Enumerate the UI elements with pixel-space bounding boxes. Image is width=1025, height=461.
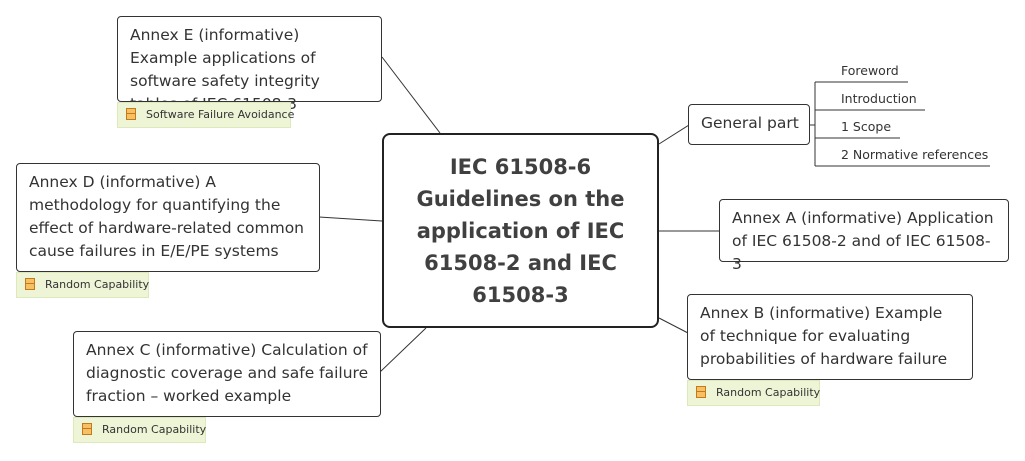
- topic-annex-d-label: Annex D (informative) A methodology for …: [29, 173, 305, 260]
- topic-annex-a[interactable]: Annex A (informative) Application of IEC…: [719, 199, 1009, 273]
- subtopic-normative-references[interactable]: 2 Normative references: [841, 147, 989, 162]
- topic-annex-b-label: Annex B (informative) Example of techniq…: [700, 304, 948, 368]
- topic-general-part-label: General part: [701, 114, 799, 132]
- marker-annex-c-label: Random Capability: [102, 423, 207, 436]
- connector-annex-d: [318, 216, 383, 222]
- marker-annex-b: Random Capability: [687, 380, 820, 406]
- topic-general-part[interactable]: General part: [688, 104, 810, 145]
- marker-annex-d: Random Capability: [16, 272, 149, 298]
- category-icon: [82, 423, 92, 435]
- marker-annex-e: Software Failure Avoidance: [117, 102, 295, 128]
- marker-annex-d-label: Random Capability: [45, 278, 150, 291]
- subtopic-foreword[interactable]: Foreword: [841, 63, 899, 78]
- marker-annex-e-label: Software Failure Avoidance: [146, 108, 295, 121]
- marker-annex-c: Random Capability: [73, 417, 206, 443]
- central-topic[interactable]: IEC 61508-6 Guidelines on the applicatio…: [382, 133, 659, 328]
- connector-annex-e: [381, 56, 441, 134]
- topic-annex-c-label: Annex C (informative) Calculation of dia…: [86, 341, 369, 405]
- connector-annex-b: [658, 317, 689, 334]
- topic-annex-e-label: Annex E (informative) Example applicatio…: [130, 26, 320, 113]
- connector-annex-c: [379, 327, 427, 373]
- central-topic-label: IEC 61508-6 Guidelines on the applicatio…: [416, 154, 625, 307]
- category-icon: [25, 278, 35, 290]
- topic-annex-d[interactable]: Annex D (informative) A methodology for …: [16, 163, 320, 272]
- category-icon: [126, 108, 136, 120]
- marker-annex-b-label: Random Capability: [716, 386, 821, 399]
- topic-annex-e[interactable]: Annex E (informative) Example applicatio…: [117, 16, 382, 113]
- topic-annex-a-label: Annex A (informative) Application of IEC…: [732, 209, 994, 273]
- connector-general-part: [658, 124, 690, 145]
- topic-annex-b[interactable]: Annex B (informative) Example of techniq…: [687, 294, 973, 380]
- category-icon: [696, 386, 706, 398]
- subtopic-introduction[interactable]: Introduction: [841, 91, 917, 106]
- subtopic-scope[interactable]: 1 Scope: [841, 119, 892, 134]
- topic-annex-c[interactable]: Annex C (informative) Calculation of dia…: [73, 331, 381, 417]
